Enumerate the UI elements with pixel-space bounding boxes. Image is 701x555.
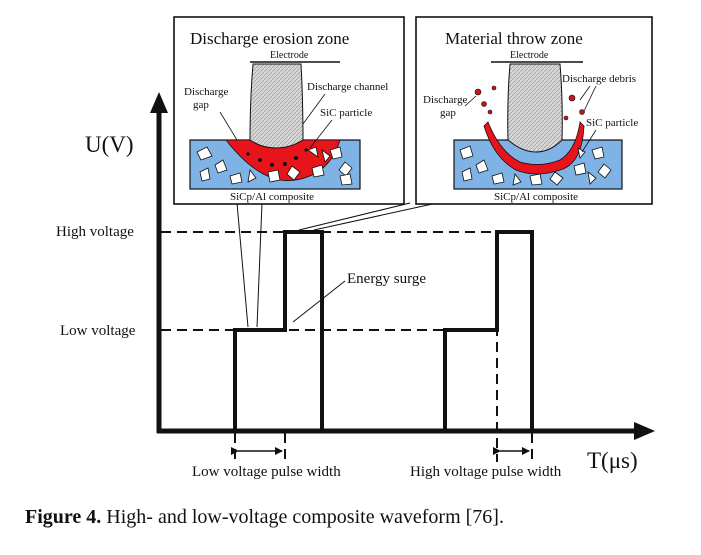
caption-text: High- and low-voltage composite waveform… (101, 506, 504, 528)
waveform (233, 230, 534, 431)
energy-surge-label: Energy surge (347, 271, 426, 287)
figure-caption: Figure 4. High- and low-voltage composit… (25, 506, 504, 529)
inset-right-composite: SiCp/Al composite (494, 191, 578, 203)
reference-lines (161, 230, 533, 462)
inset-left-electrode: Electrode (270, 50, 309, 61)
thrown-material (483, 121, 585, 175)
inset-left-composite: SiCp/Al composite (230, 191, 314, 203)
inset-left-particle: SiC particle (320, 107, 372, 119)
inset-left-gap-2: gap (193, 99, 209, 111)
pulse-1 (233, 230, 324, 431)
inset-material-throw: Material throw zone Electrode (415, 16, 653, 205)
inset-right-electrode: Electrode (510, 50, 549, 61)
high-voltage-label: High voltage (56, 224, 134, 240)
inset-left-channel: Discharge channel (307, 81, 388, 93)
pulse-2 (443, 230, 534, 431)
inset-discharge-erosion: Discharge erosion zone Electrode (173, 16, 405, 205)
x-axis-arrow (634, 422, 655, 440)
low-voltage-label: Low voltage (60, 323, 136, 339)
inset-left-title: Discharge erosion zone (190, 29, 349, 48)
sic-particles (196, 146, 353, 186)
inset-right-debris: Discharge debris (562, 73, 636, 85)
inset-right-title: Material throw zone (445, 29, 583, 48)
sic-particles-right (459, 145, 612, 186)
electrode (249, 63, 304, 149)
electrode-right (507, 63, 563, 153)
energy-surge-leader (292, 280, 346, 323)
inset-connectors (236, 202, 438, 328)
inset-right-gap-1: Discharge (423, 94, 468, 106)
y-axis-arrow (150, 92, 168, 113)
axes: U(V) T(μs) High voltage Low voltage (56, 92, 655, 473)
y-axis-label: U(V) (85, 132, 134, 157)
embedded-particles (246, 148, 308, 167)
x-axis-label: T(μs) (587, 448, 638, 473)
inset-left-gap-1: Discharge (184, 86, 229, 98)
debris (474, 85, 585, 121)
inset-right-gap-2: gap (440, 107, 456, 119)
low-pulse-width-label: Low voltage pulse width (192, 464, 341, 480)
waveform-figure: U(V) T(μs) High voltage Low voltage Low … (56, 16, 655, 480)
high-pulse-width-label: High voltage pulse width (410, 464, 562, 480)
caption-label: Figure 4. (25, 506, 102, 528)
inset-right-particle: SiC particle (586, 117, 638, 129)
